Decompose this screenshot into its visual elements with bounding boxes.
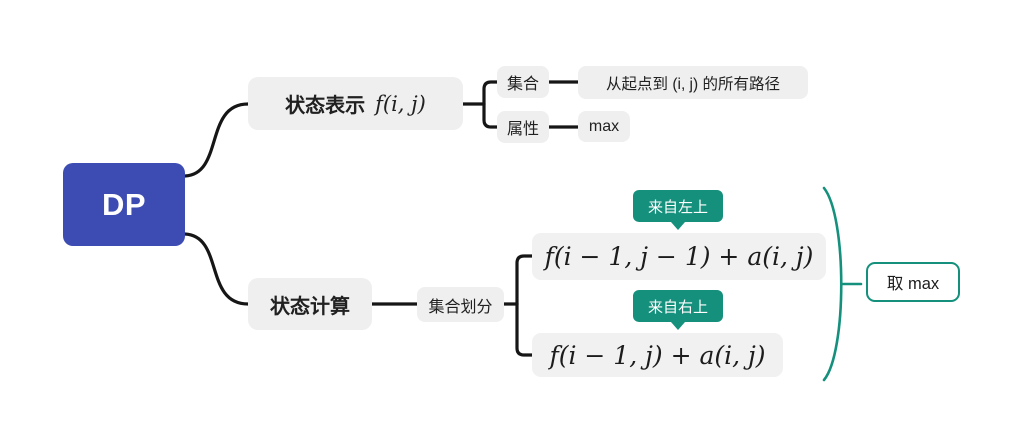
node-state-computation[interactable]: 状态计算	[248, 278, 372, 330]
badge-from-upper-left[interactable]: 来自左上	[633, 190, 723, 222]
node-set-partition[interactable]: 集合划分	[417, 287, 504, 322]
node-state-representation[interactable]: 状态表示 f(i, j)	[248, 77, 463, 130]
state-representation-label: 状态表示	[285, 95, 366, 117]
node-property[interactable]: 属性	[497, 111, 549, 143]
node-set[interactable]: 集合	[497, 66, 549, 98]
node-property-value[interactable]: max	[578, 111, 630, 142]
node-formula-upper-right[interactable]: f(i − 1, j) + a(i, j)	[532, 333, 783, 377]
edge-root-to-representation	[183, 102, 250, 178]
edge-bracket-to-case2	[515, 302, 534, 357]
brace-curve	[822, 186, 843, 382]
node-set-value[interactable]: 从起点到 (i, j) 的所有路径	[578, 66, 808, 99]
edge-root-to-computation	[183, 232, 250, 306]
edge-bracket-to-case1	[515, 254, 534, 306]
state-representation-formula: f(i, j)	[375, 91, 426, 116]
root-node-dp[interactable]: DP	[63, 163, 185, 246]
edge-bracket-to-property	[482, 102, 499, 129]
badge-from-upper-right[interactable]: 来自右上	[633, 290, 723, 322]
node-formula-upper-left[interactable]: f(i − 1, j − 1) + a(i, j)	[532, 233, 826, 280]
edge-bracket-to-set	[482, 80, 499, 106]
node-take-max[interactable]: 取 max	[866, 262, 960, 302]
